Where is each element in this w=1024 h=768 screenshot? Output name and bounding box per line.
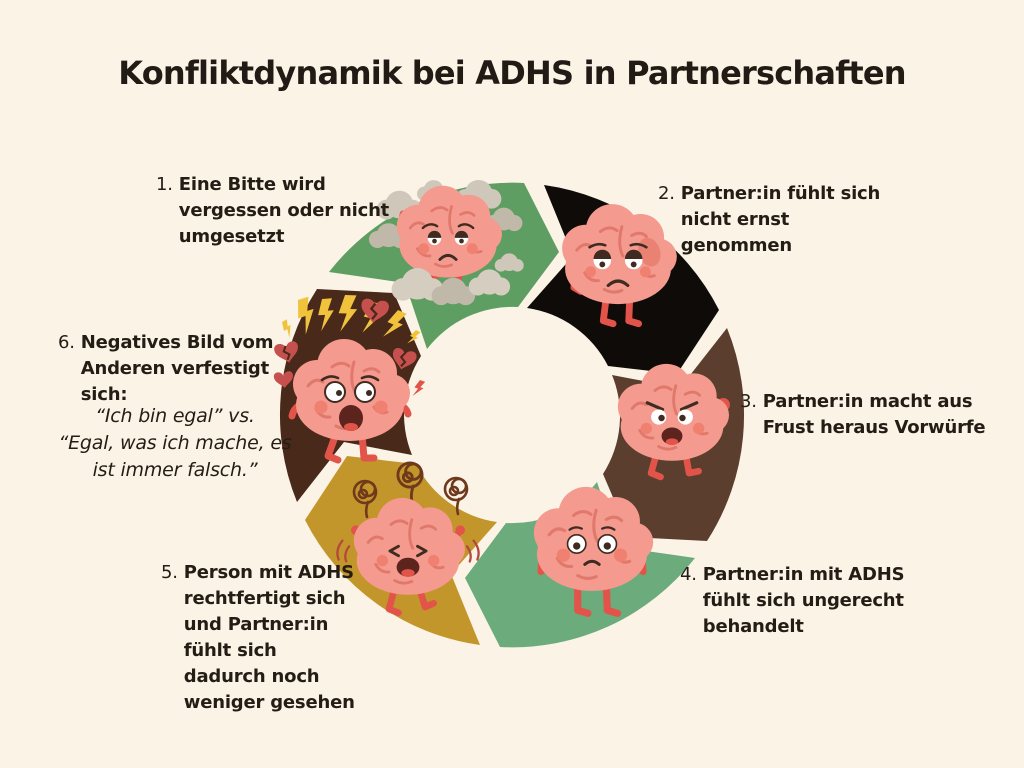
step-text: Partner:in macht aus Frust heraus Vorwür… bbox=[762, 391, 986, 438]
brain-angry-icon bbox=[617, 363, 730, 481]
step-number: 1. bbox=[156, 174, 173, 195]
step-text: Person mit ADHS rechtfertigt sich und Pa… bbox=[183, 562, 355, 713]
face bbox=[556, 526, 628, 566]
step-2: 2. Partner:in fühlt sich nicht ernst gen… bbox=[658, 181, 880, 259]
step-number: 6. bbox=[58, 332, 75, 353]
brain-shocked-icon bbox=[288, 339, 412, 464]
step-text: Partner:in fühlt sich nicht ernst genomm… bbox=[680, 183, 881, 256]
broken-hearts-decoration bbox=[273, 297, 426, 399]
face bbox=[640, 401, 705, 446]
step-3: 3. Partner:in macht aus Frust heraus Vor… bbox=[740, 389, 986, 441]
step-number: 4. bbox=[680, 564, 697, 585]
step-text: Partner:in mit ADHS fühlt sich ungerecht… bbox=[702, 564, 905, 637]
step-6-quote: “Ich bin egal” vs. “Egal, was ich mache,… bbox=[58, 405, 292, 481]
face bbox=[314, 375, 388, 431]
step-6: 6. Negatives Bild vom Anderen verfestigt… bbox=[58, 330, 273, 408]
brain-overwhelmed-icon bbox=[336, 497, 480, 617]
face bbox=[376, 544, 440, 577]
step-text: Eine Bitte wird vergessen oder nicht umg… bbox=[178, 174, 390, 247]
face bbox=[585, 242, 651, 288]
step-number: 2. bbox=[658, 183, 675, 204]
brain-sad-foggy-icon bbox=[368, 179, 524, 306]
red-bolt-icon bbox=[411, 379, 426, 399]
face bbox=[418, 223, 478, 261]
step-number: 3. bbox=[740, 391, 757, 412]
motion-lines bbox=[336, 539, 480, 563]
step-number: 5. bbox=[161, 562, 178, 583]
brain-worried-icon bbox=[533, 486, 654, 617]
step-1: 1. Eine Bitte wird vergessen oder nicht … bbox=[156, 172, 389, 250]
step-5: 5. Person mit ADHS rechtfertigt sich und… bbox=[161, 560, 355, 716]
page-title: Konfliktdynamik bei ADHS in Partnerschaf… bbox=[118, 54, 906, 92]
step-4: 4. Partner:in mit ADHS fühlt sich ungere… bbox=[680, 562, 905, 640]
step-text: Negatives Bild vom Anderen verfestigt si… bbox=[80, 332, 274, 405]
brain-dejected-icon bbox=[562, 204, 677, 328]
